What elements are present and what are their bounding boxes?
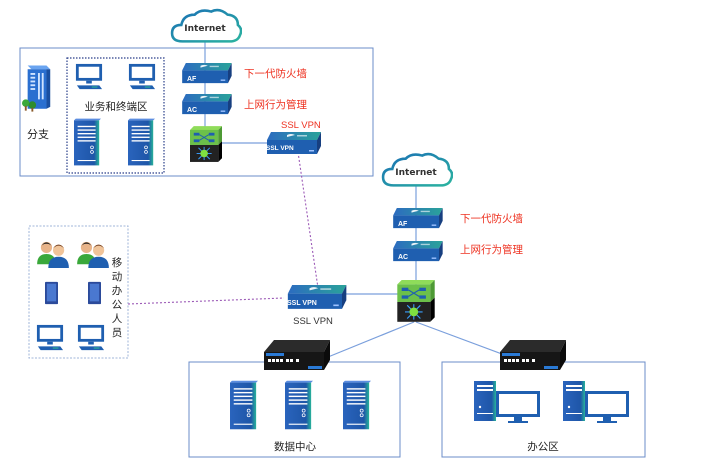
office-label: 办公区: [527, 440, 559, 453]
branch-pc-icon: [128, 63, 156, 90]
hq-internet-label: Internet: [395, 168, 437, 178]
mobile-label-char: 员: [112, 327, 123, 339]
office-router-icon: [500, 340, 566, 370]
branch-sslvpn-desc: SSL VPN: [281, 120, 321, 131]
mobile-tablet-icon: [88, 281, 101, 305]
mobile-tablet-icon: [45, 281, 58, 305]
hq-af-desc: 下一代防火墙: [460, 212, 523, 225]
branch-server-icon: [128, 118, 155, 166]
office-pc-icon: [474, 381, 540, 423]
branch-af-tag: AF: [187, 76, 197, 83]
datacenter-server-icon: [343, 380, 371, 430]
branch-to-hq-vpn-link: [297, 151, 319, 289]
hq-sslvpn-tag: SSL VPN: [287, 300, 317, 307]
core-office-link: [415, 321, 511, 358]
branch-ac-tag: AC: [187, 107, 197, 114]
hq-sslvpn-desc: SSL VPN: [293, 316, 333, 327]
mobile-pc-icon: [36, 324, 64, 351]
branch-pc-icon: [75, 63, 103, 90]
branch-core-switch-icon: [190, 126, 222, 163]
mobile-label-char: 动: [112, 271, 123, 283]
business-zone-frame: [66, 57, 165, 174]
mobile-label-char: 移: [112, 256, 123, 269]
datacenter-label: 数据中心: [274, 440, 316, 453]
datacenter-server-icon: [230, 380, 258, 430]
branch-internet-label: Internet: [184, 24, 226, 34]
mobile-pc-icon: [77, 324, 105, 351]
core-dc-link: [327, 321, 415, 358]
mobile-label-char: 人: [112, 313, 123, 325]
business-zone-label: 业务和终端区: [85, 100, 148, 113]
branch-server-icon: [74, 118, 101, 166]
office-pc-icon: [563, 381, 629, 423]
branch-building-icon: [22, 65, 51, 112]
mobile-users-icon: [77, 241, 109, 268]
mobile-label-char: 办: [112, 284, 123, 297]
hq-ac-tag: AC: [398, 254, 408, 261]
branch-frame: [19, 47, 374, 177]
hq-core-switch-icon: [397, 280, 435, 323]
datacenter-server-icon: [285, 380, 313, 430]
branch-label: 分支: [27, 128, 49, 141]
hq-ac-desc: 上网行为管理: [460, 243, 523, 256]
datacenter-router-icon: [264, 340, 330, 370]
branch-af-desc: 下一代防火墙: [244, 67, 307, 80]
mobile-to-hq-vpn-link: [127, 297, 285, 305]
hq-af-tag: AF: [398, 221, 408, 228]
mobile-frame: [28, 225, 129, 359]
branch-sslvpn-tag: SSL VPN: [266, 145, 294, 152]
branch-ac-desc: 上网行为管理: [244, 98, 307, 111]
mobile-label-char: 公: [112, 299, 123, 311]
mobile-users-icon: [37, 241, 69, 268]
